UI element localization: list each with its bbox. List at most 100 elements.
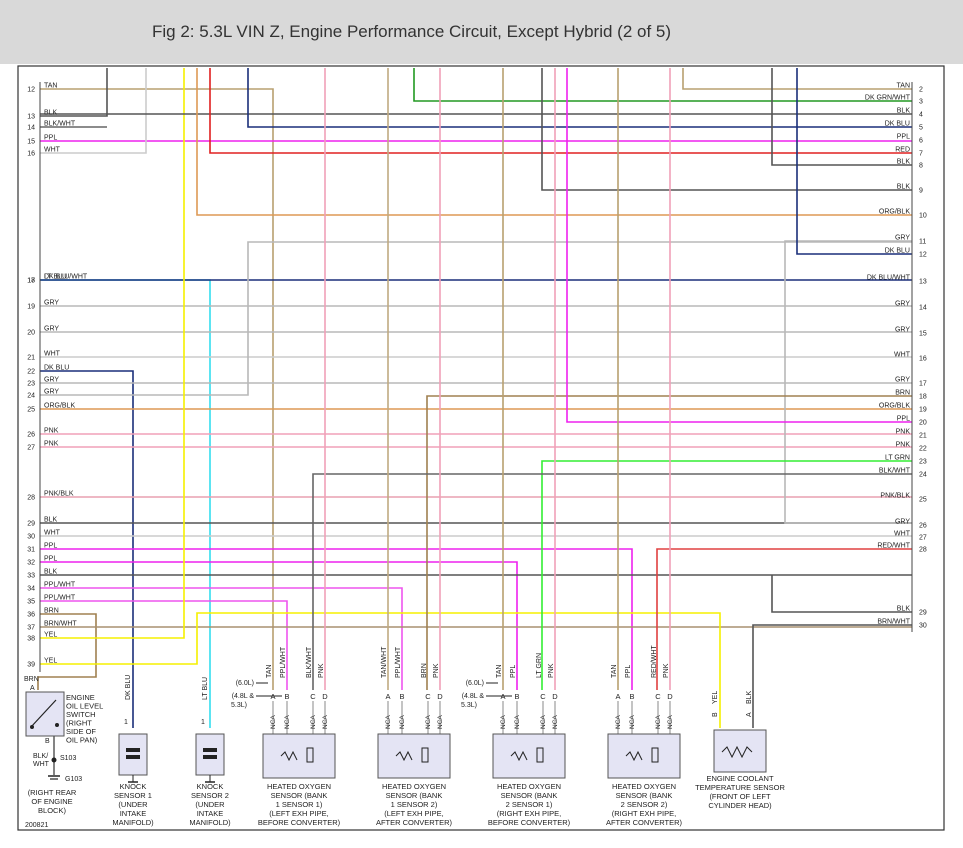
wire-l13-blk (40, 68, 108, 117)
oil-switch-label: (RIGHT (66, 719, 92, 728)
oil-switch-wire-label: BRN (24, 676, 39, 683)
o2-sensor-nca-label: NCA (385, 715, 392, 729)
left-pin-number: 29 (27, 521, 35, 528)
right-wire-label: DK GRN/WHT (865, 95, 911, 102)
right-pin-number: 17 (919, 381, 927, 388)
o2-sensor-nca-label: NCA (437, 715, 444, 729)
o2-sensor-pin-label: A (615, 692, 620, 701)
left-wire-label: BRN (44, 608, 59, 615)
left-pin-number: 15 (27, 139, 35, 146)
right-pin-number: 6 (919, 138, 923, 145)
o2-sensor-heater-symbol (625, 750, 643, 762)
o2-sensor-wire-label: PPL (625, 665, 632, 678)
wire-r24-blkwht (312, 473, 912, 690)
right-pin-number: 27 (919, 535, 927, 542)
right-wire-label: BLK/WHT (879, 468, 911, 475)
o2-sensor-label: AFTER CONVERTER) (376, 818, 453, 827)
o2-sensor-pin-label: C (310, 692, 316, 701)
o2-sensor-pin-label: C (425, 692, 431, 701)
o2-sensor-wire-label: BRN (421, 663, 428, 678)
wire-l16-wht (40, 68, 147, 154)
right-wire-label: BLK (897, 184, 911, 191)
wire-r9-blk (541, 68, 912, 191)
knock-sensor-wire-label: DK BLU (125, 675, 132, 700)
right-wire-label: GRY (895, 519, 910, 526)
left-wire-label: GRY (44, 389, 59, 396)
o2-sensor-note: 5.3L) (231, 702, 247, 709)
knock-sensor-label: (UNDER (195, 800, 225, 809)
right-pin-number: 22 (919, 446, 927, 453)
left-pin-number: 19 (27, 304, 35, 311)
ect-wire-blk-label: BLK (746, 690, 753, 704)
left-wire-label: ORG/BLK (44, 403, 75, 410)
o2-sensor-label: (LEFT EXH PIPE, (384, 809, 443, 818)
o2-sensor-nca-label: NCA (399, 715, 406, 729)
oil-switch-pin-a: A (30, 685, 35, 692)
o2-sensor-wire-label: LT GRN (536, 653, 543, 678)
o2-sensor-pin-label: D (667, 692, 673, 701)
oil-switch-pin-b: B (45, 738, 50, 745)
knock-sensor-label: KNOCK (197, 782, 224, 791)
left-pin-number: 37 (27, 625, 35, 632)
left-pin-number: 35 (27, 599, 35, 606)
right-wire-label: BLK (897, 159, 911, 166)
knock-sensor-pin: 1 (201, 719, 205, 726)
o2-sensor-pin-label: A (385, 692, 390, 701)
left-pin-number: 30 (27, 534, 35, 541)
knock-sensor-element (203, 748, 217, 752)
left-pin-number: 39 (27, 662, 35, 669)
o2-sensor-heater-symbol (280, 750, 298, 762)
right-wire-label: ORG/BLK (879, 209, 910, 216)
o2-sensor-label: (RIGHT EXH PIPE, (497, 809, 561, 818)
right-pin-number: 18 (919, 394, 927, 401)
left-pin-number: 21 (27, 355, 35, 362)
splice-dot (51, 757, 57, 763)
right-pin-number: 13 (919, 279, 927, 286)
right-wire-label: BRN/WHT (877, 619, 910, 626)
right-wire-label: GRY (895, 235, 910, 242)
o2-sensor-nca-label: NCA (615, 715, 622, 729)
left-wire-label: PNK/BLK (44, 491, 74, 498)
left-wire-label: BLK (44, 569, 58, 576)
wire-r10-orgblk (196, 68, 912, 216)
wire-r2-tan (682, 68, 912, 90)
ect-thermistor-symbol (721, 745, 753, 759)
right-pin-number: 20 (919, 420, 927, 427)
o2-sensor-heater-symbol (510, 750, 528, 762)
right-pin-number: 3 (919, 99, 923, 106)
o2-sensor-label: SENSOR (BANK (271, 791, 328, 800)
left-wire-label: DK BLU (44, 365, 69, 372)
o2-sensor-label: SENSOR (BANK (501, 791, 558, 800)
left-wire-label: GRY (44, 326, 59, 333)
o2-sensor-nca-label: NCA (322, 715, 329, 729)
ect-sensor-label: CYLINDER HEAD) (708, 801, 772, 810)
left-pin-number: 33 (27, 573, 35, 580)
wire-l35-pplwht (40, 600, 288, 690)
wire-r5-dkblu (247, 68, 912, 128)
o2-sensor-note: (6.0L) (466, 680, 484, 687)
left-pin-number: 31 (27, 547, 35, 554)
ect-sensor-label: (FRONT OF LEFT (709, 792, 771, 801)
oil-switch-contact (30, 699, 57, 728)
ect-sensor-label: ENGINE COOLANT (706, 774, 774, 783)
right-wire-label: PPL (897, 134, 910, 141)
right-wire-label: RED (895, 147, 910, 154)
o2-sensor-wire-label: TAN (266, 665, 273, 678)
o2-sensor-wire-label: PNK (663, 663, 670, 678)
oil-switch-label: ENGINE (66, 693, 95, 702)
left-wire-label: GRY (44, 300, 59, 307)
right-pin-number: 12 (919, 252, 927, 259)
o2-sensor-nca-label: NCA (655, 715, 662, 729)
right-pin-number: 23 (919, 459, 927, 466)
ect-pin-b: B (712, 712, 719, 717)
ect-pin-a: A (746, 712, 753, 717)
knock-sensor-label: MANIFOLD) (112, 818, 154, 827)
left-wire-label: PPL (44, 543, 57, 550)
knock-sensor-label: SENSOR 1 (114, 791, 152, 800)
o2-sensor-label: HEATED OXYGEN (382, 782, 446, 791)
o2-sensor-note: (6.0L) (236, 680, 254, 687)
left-wire-label: WHT (44, 147, 61, 154)
page-title: Fig 2: 5.3L VIN Z, Engine Performance Ci… (152, 22, 672, 41)
right-wire-label: BRN (895, 390, 910, 397)
right-wire-label: BLK (897, 606, 911, 613)
